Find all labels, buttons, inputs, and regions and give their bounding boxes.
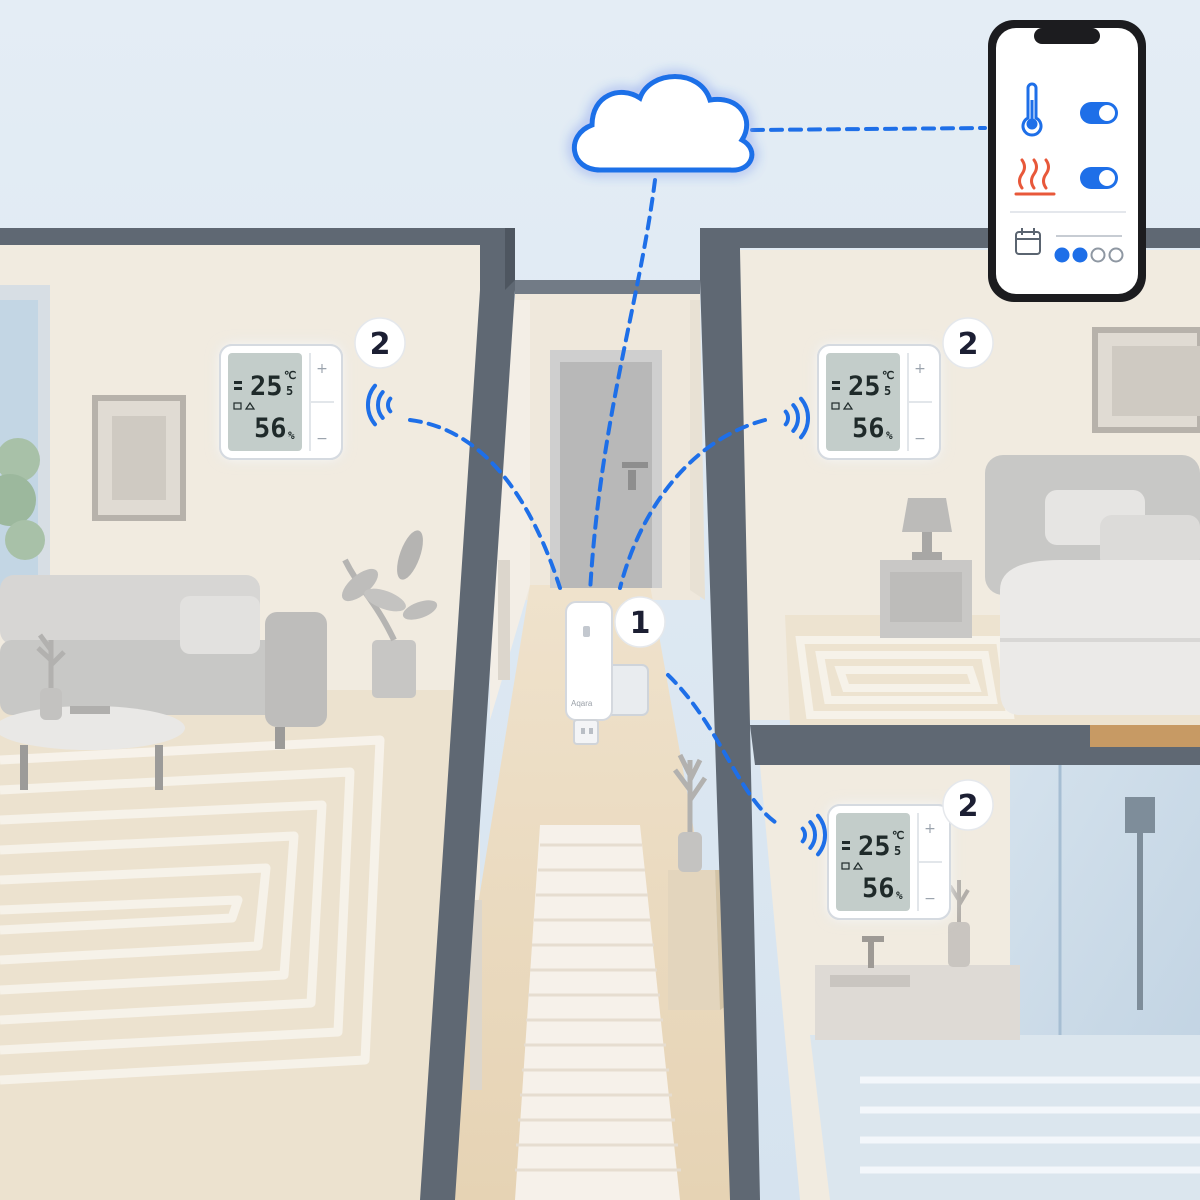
home-icon (852, 861, 864, 870)
hallway-runner-rug (515, 825, 681, 1200)
thermometer-icon (1021, 82, 1043, 137)
step-number: 1 (630, 606, 651, 641)
schedule-dot-empty[interactable] (1090, 247, 1106, 263)
hub-to-bathroom-thermostat-line (666, 673, 780, 826)
thermostat-bedroom[interactable]: + − 25℃ 5 56% (817, 344, 941, 460)
thermostat-temperature: 25 (848, 371, 881, 402)
thermostat-temperature: 25 (250, 371, 283, 402)
mode-icon (841, 862, 850, 870)
thermostat-plus-button[interactable]: + (316, 361, 328, 377)
signal-waves-icon (783, 396, 811, 440)
thermostat-living-room[interactable]: + − 25℃ 5 56% (219, 344, 343, 460)
signal-waves-icon (800, 813, 828, 857)
thermostat-humidity-unit: % (886, 429, 893, 442)
signal-waves-icon (365, 383, 393, 427)
thermostat-toggle[interactable] (1080, 102, 1118, 124)
hub-to-living-thermostat-line (408, 418, 562, 590)
thermostat-temperature-decimal: 5 (884, 384, 891, 398)
thermostat-temperature-unit: ℃ (882, 369, 894, 382)
schedule-dot-filled[interactable] (1072, 247, 1088, 263)
thermostat-lcd (228, 353, 302, 451)
cloud-to-phone-line (750, 126, 987, 132)
thermostat-lcd (826, 353, 900, 451)
hallway-door (550, 350, 662, 588)
thermostat-plus-button[interactable]: + (914, 361, 926, 377)
thermostat-plus-button[interactable]: + (924, 821, 936, 837)
home-icon (842, 401, 854, 410)
mode-icon (233, 402, 242, 410)
phone-app (988, 20, 1146, 302)
cloud-icon (572, 74, 755, 173)
heating-toggle[interactable] (1080, 167, 1118, 189)
step-number: 2 (958, 327, 979, 362)
thermostat-temperature-decimal: 5 (894, 844, 901, 858)
thermostat-temperature-unit: ℃ (284, 369, 296, 382)
calendar-icon (1015, 228, 1041, 255)
thermostat-humidity: 56 (862, 873, 895, 904)
thermostat-minus-button[interactable]: − (924, 891, 936, 907)
thermostat-temperature-unit: ℃ (892, 829, 904, 842)
thermostat-humidity: 56 (254, 413, 287, 444)
sofa (0, 575, 327, 749)
hub-to-bedroom-thermostat-line (618, 418, 767, 590)
floor-heating-pattern-bathroom (860, 1076, 1200, 1174)
schedule-dot-filled[interactable] (1054, 247, 1070, 263)
mode-icon (831, 402, 840, 410)
thermostat-minus-button[interactable]: − (914, 431, 926, 447)
living-thermostat-step-badge: 2 (354, 317, 406, 369)
bathroom-vanity (815, 880, 1020, 1040)
thermostat-minus-button[interactable]: − (316, 431, 328, 447)
hub-device: Aqara (565, 601, 649, 745)
connection-lines (408, 126, 987, 826)
fan-icon (832, 381, 840, 384)
wall-picture-living (92, 395, 186, 521)
bathroom-thermostat-step-badge: 2 (942, 779, 994, 831)
living-room-window (0, 285, 50, 615)
thermostat-humidity-unit: % (288, 429, 295, 442)
thermostat-bathroom[interactable]: + − 25℃ 5 56% (827, 804, 951, 920)
hallway (430, 280, 760, 1200)
living-room (0, 245, 480, 1200)
schedule-dots[interactable] (1054, 247, 1124, 263)
thermostat-lcd (836, 813, 910, 911)
thermostat-humidity: 56 (852, 413, 885, 444)
potted-plant-living (341, 530, 438, 698)
shower-head (1125, 797, 1155, 1010)
heating-icon (1014, 158, 1056, 196)
fan-icon (842, 841, 850, 844)
thermostat-temperature-decimal: 5 (286, 384, 293, 398)
hub-brand-label: Aqara (571, 699, 593, 708)
schedule-dot-empty[interactable] (1108, 247, 1124, 263)
bed (985, 455, 1200, 715)
step-number: 2 (370, 327, 391, 362)
coffee-table (0, 633, 185, 790)
bedroom (735, 250, 1200, 725)
floor-heating-pattern-living (0, 735, 385, 1085)
wall-picture-bedroom (1092, 327, 1200, 433)
step-number: 2 (958, 789, 979, 824)
floor-heating-pattern-bedroom (795, 636, 1015, 719)
cloud-to-hub-line (588, 178, 657, 594)
hub-step-badge: 1 (614, 596, 666, 648)
bedroom-thermostat-step-badge: 2 (942, 317, 994, 369)
nightstand (880, 498, 972, 638)
fan-icon (234, 381, 242, 384)
home-icon (244, 401, 256, 410)
thermostat-humidity-unit: % (896, 889, 903, 902)
thermostat-temperature: 25 (858, 831, 891, 862)
